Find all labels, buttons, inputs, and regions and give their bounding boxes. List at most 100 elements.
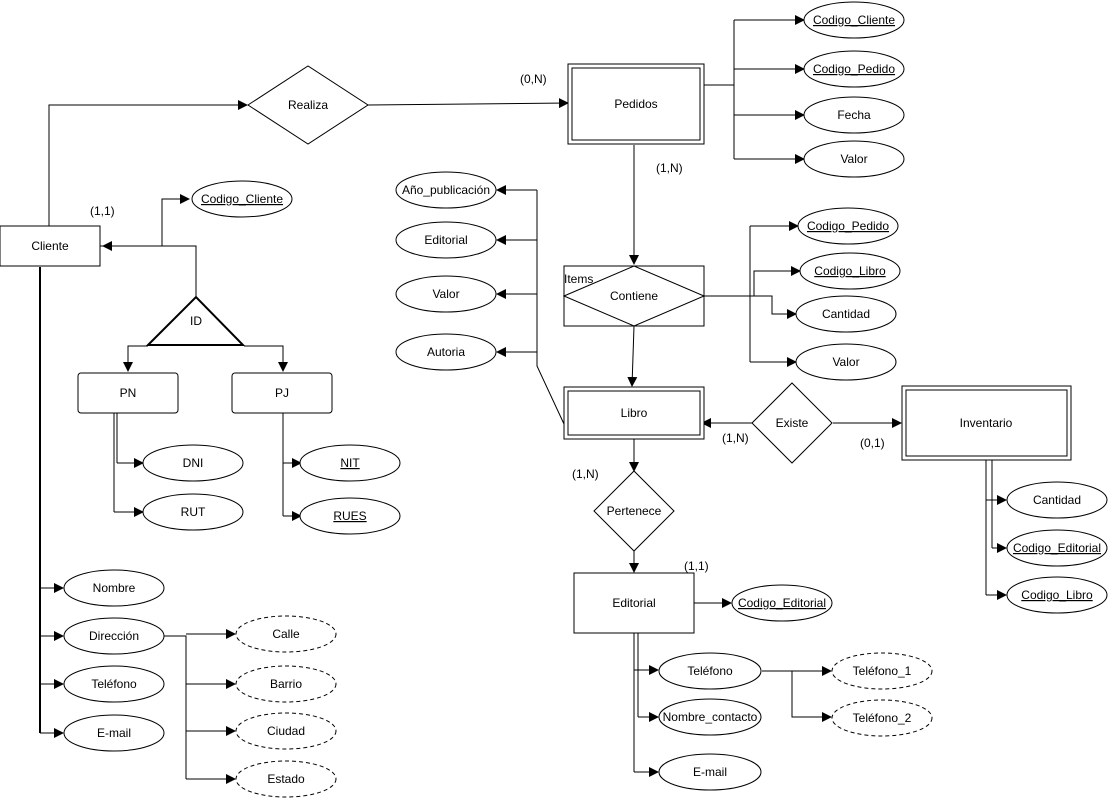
edge-contiene-libro — [627, 325, 638, 387]
attr-libro-editorial[interactable]: Editorial — [395, 221, 497, 259]
cardinality-pertenece-editorial: (1,1) — [684, 559, 709, 573]
attr-pj-nit[interactable]: NIT — [299, 444, 401, 482]
cardinality-pedidos-contiene: (1,N) — [656, 161, 683, 175]
entity-inventario[interactable]: Inventario — [901, 385, 1072, 461]
attr-items-codigo-libro[interactable]: Codigo_Libro — [799, 252, 901, 290]
edge-libro-attrs — [536, 190, 565, 425]
attr-editorial-email[interactable]: E-mail — [658, 753, 762, 791]
edge-contiene-attrs — [704, 226, 751, 362]
attr-label: RUT — [181, 505, 206, 519]
attr-libro-autoria[interactable]: Autoria — [395, 333, 497, 371]
attr-label: Teléfono_2 — [853, 711, 912, 725]
attr-label: Codigo_Libro — [1021, 588, 1093, 602]
attr-editorial-telefono[interactable]: Teléfono — [658, 652, 762, 690]
edge-editorial-attrs — [633, 633, 639, 772]
edge-items-codigo-libro — [750, 266, 801, 297]
attr-libro-anio-publicacion[interactable]: Año_publicación — [395, 171, 497, 209]
attr-label: Ciudad — [267, 724, 305, 738]
entity-pn-label: PN — [120, 386, 137, 400]
attr-inv-codigo-editorial[interactable]: Codigo_Editorial — [1006, 529, 1108, 567]
attr-label: Autoria — [427, 345, 465, 359]
attr-label: Cantidad — [822, 307, 870, 321]
attr-label: RUES — [333, 509, 366, 523]
edge-cliente-realiza — [48, 100, 248, 226]
attr-inv-codigo-libro[interactable]: Codigo_Libro — [1006, 576, 1108, 614]
relationship-realiza-label: Realiza — [288, 98, 328, 112]
attr-dir-barrio[interactable]: Barrio — [235, 665, 337, 703]
attr-label: Codigo_Pedido — [807, 219, 889, 233]
attr-label: Codigo_Editorial — [738, 596, 826, 610]
relationship-id[interactable]: ID — [145, 295, 246, 346]
relationship-existe-label: Existe — [776, 416, 809, 430]
edge-id-pj — [244, 345, 288, 372]
attr-label: NIT — [340, 456, 360, 470]
attr-pn-dni[interactable]: DNI — [142, 444, 244, 482]
attr-editorial-codigo-editorial[interactable]: Codigo_Editorial — [731, 584, 833, 622]
cardinalities: (0,N) (1,1) (1,N) (1,N) (0,1) (1,N) (1,1… — [90, 72, 885, 573]
cardinality-realiza-pedidos: (0,N) — [520, 72, 547, 86]
attr-label: Cantidad — [1033, 493, 1081, 507]
attr-cliente-nombre[interactable]: Nombre — [63, 569, 165, 607]
entity-inventario-label: Inventario — [960, 416, 1013, 430]
entity-editorial[interactable]: Editorial — [573, 572, 695, 634]
entity-pn[interactable]: PN — [77, 372, 179, 414]
attr-label: Barrio — [270, 677, 302, 691]
relationship-pertenece[interactable]: Pertenece — [593, 470, 675, 552]
attr-label: Valor — [840, 152, 867, 166]
attr-cliente-email[interactable]: E-mail — [63, 714, 165, 752]
cardinality-libro-pertenece: (1,N) — [572, 467, 599, 481]
attr-items-codigo-pedido[interactable]: Codigo_Pedido — [797, 207, 899, 245]
attr-telefono-1[interactable]: Teléfono_1 — [831, 652, 933, 690]
relationship-realiza[interactable]: Realiza — [247, 65, 369, 145]
edge-id-cliente — [102, 241, 197, 296]
attr-items-cantidad[interactable]: Cantidad — [795, 295, 897, 333]
attr-pedidos-codigo-cliente[interactable]: Codigo_Cliente — [803, 1, 905, 39]
attr-label: DNI — [183, 456, 204, 470]
attr-dir-estado[interactable]: Estado — [235, 760, 337, 798]
attr-label: Valor — [432, 287, 459, 301]
cardinality-cliente-realiza: (1,1) — [90, 204, 115, 218]
attr-telefono-2[interactable]: Teléfono_2 — [831, 699, 933, 737]
relationship-pertenece-label: Pertenece — [607, 504, 662, 518]
relationship-existe[interactable]: Existe — [751, 382, 833, 464]
attr-label: E-mail — [693, 765, 727, 779]
entity-libro-label: Libro — [621, 406, 648, 420]
attr-pedidos-valor[interactable]: Valor — [803, 140, 905, 178]
attr-dir-ciudad[interactable]: Ciudad — [235, 712, 337, 750]
entity-cliente[interactable]: Cliente — [0, 225, 101, 267]
attr-cliente-codigo-cliente[interactable]: Codigo_Cliente — [191, 180, 293, 218]
entity-pj[interactable]: PJ — [231, 372, 333, 414]
attr-label: Teléfono — [687, 664, 733, 678]
entity-libro[interactable]: Libro — [563, 386, 705, 440]
relationship-contiene[interactable]: Items Contiene — [562, 265, 706, 327]
attr-label: E-mail — [97, 726, 131, 740]
relationship-contiene-label: Contiene — [610, 289, 658, 303]
attr-pn-rut[interactable]: RUT — [142, 493, 244, 531]
attr-label: Teléfono — [91, 677, 137, 691]
attr-inv-cantidad[interactable]: Cantidad — [1006, 481, 1108, 519]
attr-items-valor[interactable]: Valor — [795, 343, 897, 381]
cardinality-libro-existe: (1,N) — [722, 431, 749, 445]
attr-editorial-nombre-contacto[interactable]: Nombre_contacto — [658, 698, 762, 736]
cardinality-existe-inventario: (0,1) — [860, 436, 885, 450]
attr-cliente-direccion[interactable]: Dirección — [63, 617, 165, 655]
edge-pedidos-attrs — [704, 20, 735, 159]
attr-pedidos-codigo-pedido[interactable]: Codigo_Pedido — [803, 50, 905, 88]
relationship-items-label: Items — [564, 272, 593, 286]
attr-cliente-telefono[interactable]: Teléfono — [63, 665, 165, 703]
attr-label: Codigo_Pedido — [813, 62, 895, 76]
entity-pj-label: PJ — [275, 386, 289, 400]
edge-inventario-attrs — [985, 460, 993, 595]
edge-id-pn — [123, 345, 148, 372]
attr-label: Fecha — [837, 108, 871, 122]
attr-libro-valor[interactable]: Valor — [395, 275, 497, 313]
edge-pn-attrs — [113, 413, 118, 512]
entity-editorial-label: Editorial — [612, 596, 655, 610]
attr-dir-calle[interactable]: Calle — [235, 615, 337, 653]
attr-pj-rues[interactable]: RUES — [299, 497, 401, 535]
attr-label: Codigo_Cliente — [813, 13, 895, 27]
attr-pedidos-fecha[interactable]: Fecha — [803, 96, 905, 134]
attr-label: Codigo_Cliente — [201, 192, 283, 206]
entity-pedidos[interactable]: Pedidos — [567, 63, 705, 145]
